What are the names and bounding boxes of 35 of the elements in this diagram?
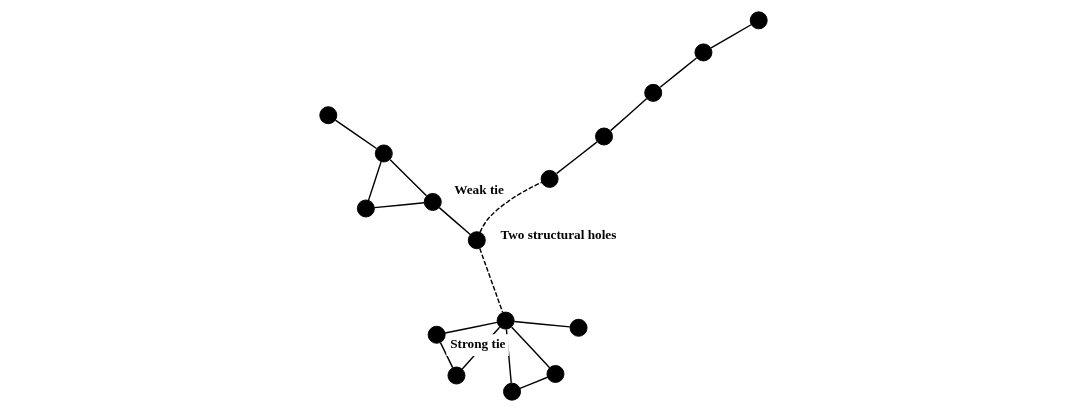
connector	[373, 202, 425, 209]
node-circle	[446, 366, 465, 385]
node-circle	[502, 382, 521, 401]
connector	[518, 376, 548, 390]
connector	[709, 24, 752, 49]
node-circle	[546, 365, 564, 383]
node-circle	[374, 144, 393, 163]
label: Two structural holes	[499, 227, 616, 243]
connector	[439, 341, 453, 369]
node-circle	[496, 311, 515, 330]
connector	[334, 119, 377, 150]
node-circle	[569, 318, 588, 337]
node-circle	[356, 199, 375, 218]
node-circle	[594, 127, 613, 146]
node-circle	[693, 43, 712, 62]
connector	[555, 141, 598, 175]
node-circle	[427, 325, 446, 344]
connector	[510, 326, 550, 369]
connector	[438, 206, 471, 236]
connector	[659, 57, 697, 88]
connector	[389, 159, 427, 197]
node-circle	[643, 83, 662, 102]
connector	[478, 247, 503, 313]
node-circle	[423, 192, 442, 211]
connector	[367, 160, 382, 202]
connector	[609, 97, 647, 132]
edge-label: Weak tie	[453, 182, 504, 198]
node-circle	[318, 106, 337, 125]
node-circle	[749, 11, 768, 30]
node-circle	[540, 169, 559, 188]
node-circle	[467, 231, 486, 250]
connector	[513, 320, 571, 328]
connector	[443, 321, 498, 334]
connector	[478, 181, 542, 233]
edge-label: Strong tie	[449, 336, 505, 352]
